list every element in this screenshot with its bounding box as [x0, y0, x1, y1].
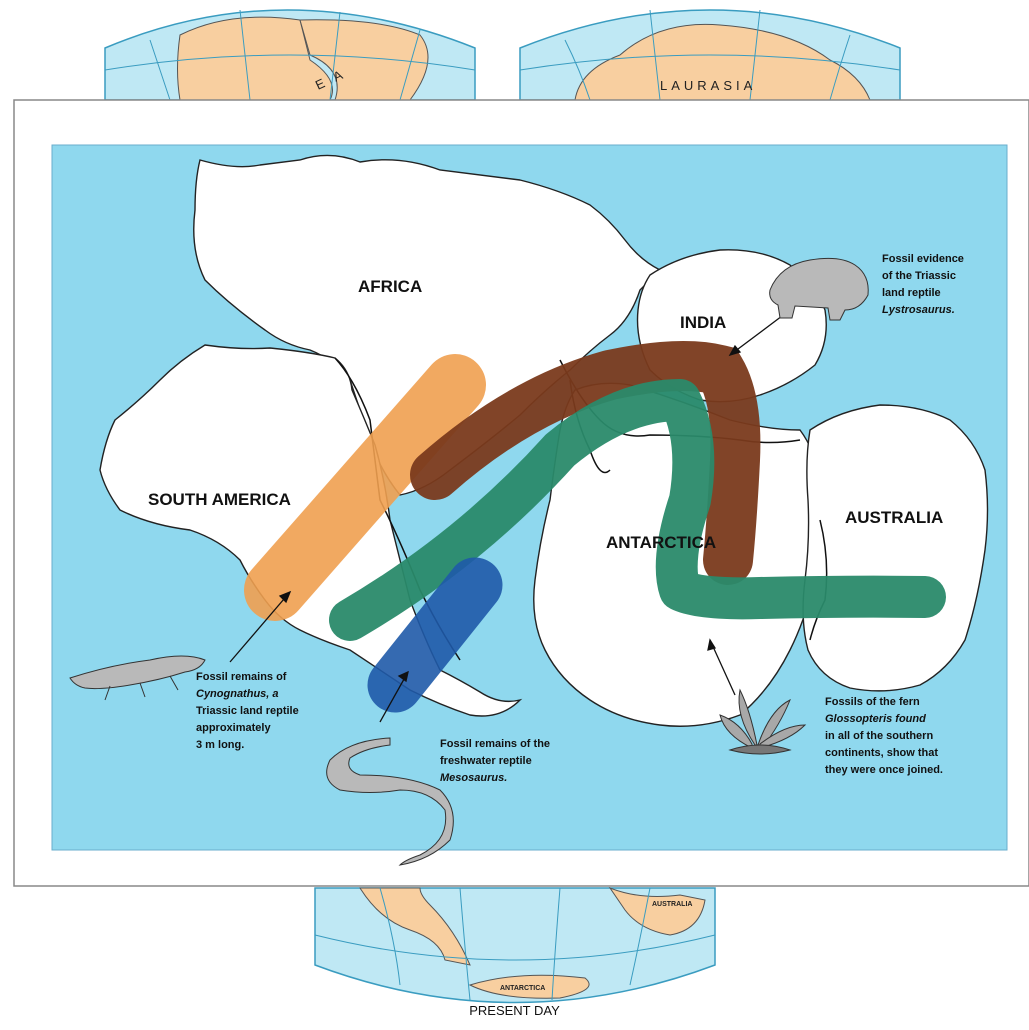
- glossopteris-illustration: [719, 688, 807, 755]
- globe-top-left: E A: [104, 9, 476, 101]
- band-lystrosaurus: [410, 341, 761, 585]
- globe-bottom-label-antarctica: ANTARCTICA: [500, 985, 545, 992]
- globe-top-right-label: LAURASIA: [660, 78, 756, 93]
- caption-glossopteris-line-4: continents, show that: [825, 747, 938, 759]
- caption-mesosaurus: Fossil remains of the freshwater reptile…: [440, 738, 550, 784]
- caption-lystrosaurus-line-3: land reptile: [882, 287, 941, 299]
- caption-glossopteris-line-2: Glossopteris found: [825, 713, 926, 725]
- caption-cynognathus-line-4: approximately: [196, 722, 271, 734]
- label-south-america: SOUTH AMERICA: [148, 490, 291, 509]
- globe-bottom-label-australia: AUSTRALIA: [652, 901, 692, 908]
- caption-cynognathus-line-2: Cynognathus, a: [196, 688, 279, 700]
- present-day-caption: PRESENT DAY: [469, 1003, 560, 1018]
- caption-lystrosaurus: Fossil evidence of the Triassic land rep…: [882, 253, 964, 316]
- caption-lystrosaurus-line-4: Lystrosaurus.: [882, 304, 955, 316]
- lystrosaurus-illustration: [769, 257, 869, 321]
- caption-cynognathus-line-5: 3 m long.: [196, 739, 244, 751]
- label-africa: AFRICA: [358, 277, 422, 296]
- cynognathus-illustration: [69, 655, 206, 701]
- caption-glossopteris-line-1: Fossils of the fern: [825, 696, 920, 708]
- globe-top-right: LAURASIA: [519, 9, 901, 101]
- label-antarctica: ANTARCTICA: [606, 533, 716, 552]
- caption-glossopteris: Fossils of the fern Glossopteris found i…: [825, 696, 943, 776]
- mesosaurus-illustration: [326, 737, 454, 866]
- caption-glossopteris-line-5: they were once joined.: [825, 764, 943, 776]
- caption-mesosaurus-line-1: Fossil remains of the: [440, 738, 550, 750]
- caption-lystrosaurus-line-1: Fossil evidence: [882, 253, 964, 265]
- globe-bottom: AUSTRALIA ANTARCTICA: [314, 886, 716, 1004]
- caption-cynognathus-line-1: Fossil remains of: [196, 671, 287, 683]
- label-india: INDIA: [680, 313, 726, 332]
- caption-mesosaurus-line-2: freshwater reptile: [440, 755, 532, 767]
- band-mesosaurus: [367, 557, 503, 713]
- label-australia: AUSTRALIA: [845, 508, 943, 527]
- band-glossopteris: [329, 379, 946, 641]
- continent-australia: [802, 404, 989, 692]
- caption-glossopteris-line-3: in all of the southern: [825, 730, 933, 742]
- caption-lystrosaurus-line-2: of the Triassic: [882, 270, 956, 282]
- pointer-lines: [229, 315, 783, 723]
- caption-cynognathus-line-3: Triassic land reptile: [196, 705, 299, 717]
- caption-mesosaurus-line-3: Mesosaurus.: [440, 772, 507, 784]
- fossil-bands: [244, 341, 946, 713]
- caption-cynognathus: Fossil remains of Cynognathus, a Triassi…: [196, 671, 299, 751]
- band-cynognathus: [244, 354, 486, 621]
